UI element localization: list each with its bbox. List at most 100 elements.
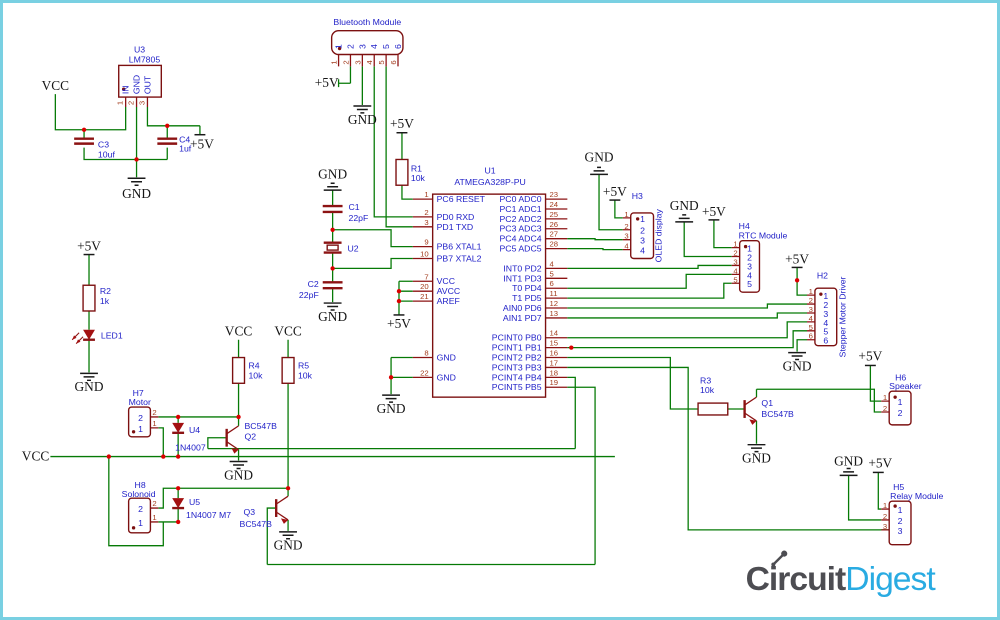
r1-name: R1 [411, 163, 422, 173]
u1-p21-n: 21 [420, 292, 429, 301]
pin1-marker [131, 430, 136, 434]
bt-inner-2: 2 [345, 44, 355, 49]
junction-dot [106, 454, 112, 459]
junction-dot [134, 157, 139, 162]
u1-p13-n: 13 [550, 309, 559, 318]
wires [567, 219, 732, 299]
h3-inner-3: 3 [640, 236, 645, 246]
r4-name: R4 [248, 360, 259, 370]
u1-name: U1 [485, 165, 496, 175]
junction-dot [396, 289, 402, 294]
junction-dot [396, 298, 402, 304]
junction-dot [569, 345, 574, 350]
wires [401, 132, 413, 200]
5v-label: +5V [315, 75, 339, 90]
junction-dot [175, 454, 181, 459]
logo-part2: Digest [845, 561, 936, 598]
u4-name: U4 [189, 425, 200, 435]
h3-outer-4: 4 [624, 242, 629, 251]
bt-inner-1: 1 [334, 44, 344, 49]
u1-p24-l: PC1 ADC1 [499, 204, 541, 214]
u1-p12-n: 12 [550, 299, 559, 308]
led1-name: LED1 [101, 331, 123, 341]
bt-outer-6: 6 [389, 60, 398, 64]
u1-right-stubs [545, 198, 568, 388]
5v-label: +5V [603, 184, 627, 199]
pin1-marker [131, 526, 136, 530]
u3-body [118, 64, 163, 98]
5v-label: +5V [77, 239, 101, 254]
gnd-symbol [838, 467, 859, 477]
u5-diode [172, 498, 185, 509]
junction-dot [81, 127, 87, 132]
u1-p26-l: PC3 ADC3 [499, 224, 541, 234]
q2-name: Q2 [244, 432, 256, 442]
u4-diode [172, 422, 185, 433]
u3-pin-stubs [125, 97, 149, 107]
r2-name: R2 [100, 286, 111, 296]
h2-body [814, 287, 838, 347]
u1-p19-l: PCINT5 PB5 [492, 382, 542, 392]
h8-stubs [150, 507, 159, 523]
led-arrowhead [72, 335, 77, 340]
u3-name: U3 [134, 45, 145, 55]
h8-outer-2: 2 [152, 499, 156, 508]
r5-value: 10k [298, 370, 313, 380]
wires [331, 190, 413, 303]
c4-name: C4 [179, 135, 190, 145]
h8-inner-1: 1 [138, 518, 143, 528]
h4-inner-3: 3 [747, 261, 752, 271]
c1-c2-capacitors [322, 204, 343, 290]
u3-pin-out: OUT [142, 75, 152, 94]
reset-pullup-cluster: +5V R1 10k [390, 116, 426, 200]
h2-inner-4: 4 [823, 318, 828, 328]
u3-num-1: 1 [116, 101, 125, 105]
h4-outer-3: 3 [733, 257, 737, 266]
h2-outer-3: 3 [809, 305, 813, 314]
r3-resistor [697, 402, 729, 416]
u1-p20-n: 20 [420, 282, 429, 291]
junction-dot [175, 414, 181, 420]
junction-dot [175, 486, 181, 491]
pin1-marker [337, 46, 342, 51]
c2-value: 22pF [299, 290, 319, 300]
5v-label: +5V [868, 455, 892, 470]
h4-inner-5: 5 [747, 279, 752, 289]
r3-name: R3 [700, 375, 711, 385]
h6-value: Speaker [889, 381, 922, 391]
h2-inner-1: 1 [823, 291, 828, 301]
bt-outer-4: 4 [365, 60, 374, 65]
h3-outer-1: 1 [624, 210, 628, 219]
u1-p15-l: PCINT1 PB1 [492, 343, 542, 353]
h3-inner-2: 2 [640, 226, 645, 236]
logo-part1: Circuit [746, 561, 846, 598]
5v-label: +5V [785, 251, 809, 266]
pin1-marker [743, 244, 748, 249]
led-indicator-cluster: +5V R2 1k LED1 GND [71, 239, 123, 394]
u1-p1-n: 1 [424, 190, 428, 199]
h6-inner-2: 2 [898, 408, 903, 418]
h7-name: H7 [133, 388, 144, 398]
u1-p4-n: 4 [550, 259, 555, 268]
u3-num-2: 2 [127, 101, 136, 105]
h3-inner-1: 1 [640, 214, 645, 224]
h3-body [630, 212, 655, 260]
h6-name: H6 [895, 372, 906, 382]
u1-p8-l: GND [437, 353, 456, 363]
h4-name: H4 [739, 221, 750, 231]
5v-label: +5V [387, 316, 411, 331]
gnd-label: GND [274, 538, 303, 553]
logo-text: CircuitDigest [746, 561, 937, 598]
u1-p27-l: PC4 ADC4 [499, 234, 541, 244]
h2-outer-1: 1 [809, 287, 813, 296]
r2-resistor [82, 284, 96, 312]
bt-outer-2: 2 [341, 60, 350, 64]
q3-emitter-arrow [280, 518, 289, 524]
pin1-marker [635, 217, 640, 221]
c3-capacitor [74, 137, 94, 145]
